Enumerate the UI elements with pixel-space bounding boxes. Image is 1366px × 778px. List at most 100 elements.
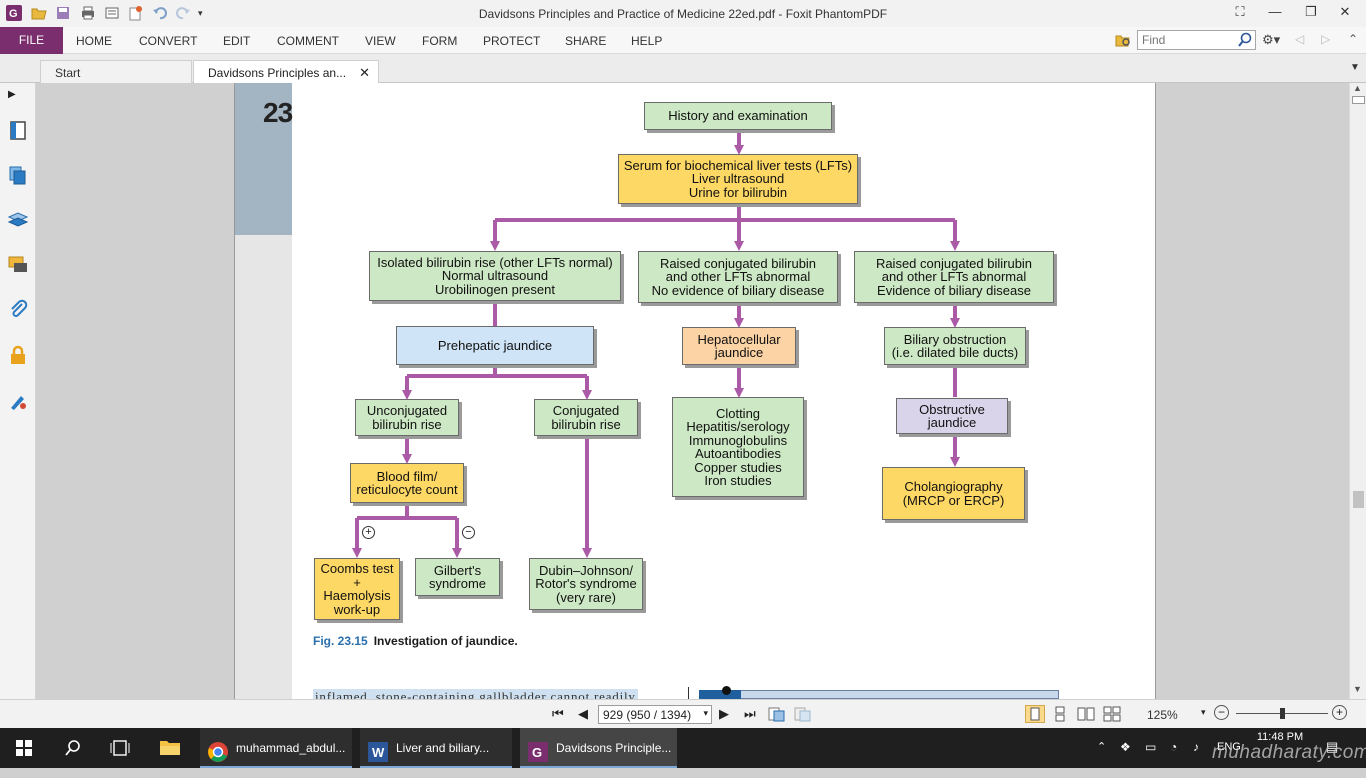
restore-button[interactable]: ❐ — [1305, 4, 1317, 19]
taskbar-word-label: Liver and biliary... — [396, 741, 490, 755]
new-document-icon[interactable] — [127, 5, 143, 21]
zoom-slider-thumb[interactable] — [1280, 708, 1285, 719]
redo-icon[interactable] — [175, 5, 191, 21]
zoom-in-icon[interactable]: + — [1332, 705, 1347, 720]
battery-icon[interactable]: ▭ — [1145, 740, 1157, 754]
foxit-logo-icon: G — [6, 5, 22, 21]
zoom-level[interactable]: 125% — [1147, 708, 1178, 722]
pdf-page: 23 — [234, 83, 1156, 699]
next-result-icon[interactable]: ▷ — [1321, 32, 1331, 46]
menu-comment[interactable]: COMMENT — [277, 34, 339, 48]
zoom-out-icon[interactable]: − — [1214, 705, 1229, 720]
volume-icon[interactable]: ♪ — [1193, 740, 1199, 754]
windows-start-icon[interactable] — [16, 740, 32, 759]
ribbon-menu-bar: FILE HOME CONVERT EDIT COMMENT VIEW FORM… — [0, 27, 1366, 54]
next-page-icon[interactable]: ▶ — [719, 706, 729, 721]
zoom-dropdown-icon[interactable]: ▾ — [1201, 707, 1206, 717]
cursor-dot — [722, 686, 731, 695]
taskbar-foxit-label: Davidsons Principle... — [556, 741, 672, 755]
search-icon[interactable] — [64, 739, 82, 760]
tab-list-chevron-icon[interactable]: ▼ — [1350, 62, 1360, 73]
scroll-down-icon[interactable]: ▼ — [1353, 684, 1362, 694]
box-clotting-tests: Clotting Hepatitis/serology Immunoglobul… — [672, 397, 804, 497]
next-view-icon[interactable] — [794, 706, 811, 725]
menu-protect[interactable]: PROTECT — [483, 34, 541, 48]
find-input[interactable] — [1138, 31, 1234, 49]
split-handle[interactable] — [1352, 96, 1365, 104]
attachment-icon[interactable] — [8, 299, 28, 319]
box-history-examination: History and examination — [644, 102, 832, 130]
find-folder-icon[interactable] — [1115, 32, 1132, 48]
close-button[interactable]: ✕ — [1339, 4, 1351, 19]
document-view[interactable]: 23 — [36, 83, 1349, 699]
task-view-icon[interactable] — [110, 740, 130, 759]
comments-icon[interactable] — [8, 255, 28, 275]
fullscreen-icon[interactable]: ⛶ — [1235, 4, 1245, 19]
menu-edit[interactable]: EDIT — [223, 34, 251, 48]
close-tab-icon[interactable]: ✕ — [359, 65, 370, 80]
page-dropdown-icon[interactable]: ▾ — [703, 708, 708, 718]
page-icon[interactable] — [8, 120, 28, 140]
minimize-button[interactable]: — — [1268, 4, 1282, 19]
box-gilberts-syndrome: Gilbert's syndrome — [415, 558, 500, 596]
layers-icon[interactable] — [7, 210, 29, 230]
pages-icon[interactable] — [8, 165, 28, 185]
vertical-scrollbar[interactable]: ▲ ▼ — [1349, 83, 1366, 699]
search-icon[interactable] — [1237, 32, 1253, 51]
tab-start-label: Start — [55, 66, 81, 80]
negative-sign: − — [462, 526, 475, 539]
file-menu-button[interactable]: FILE — [0, 27, 63, 54]
clock[interactable]: 11:48 PM — [1256, 731, 1304, 743]
properties-icon[interactable] — [104, 5, 120, 21]
gear-icon[interactable]: ⚙▾ — [1262, 32, 1281, 47]
signature-icon[interactable] — [8, 391, 28, 411]
continuous-view-icon[interactable] — [1051, 706, 1069, 725]
undo-icon[interactable] — [152, 5, 168, 21]
menu-home[interactable]: HOME — [76, 34, 112, 48]
page-number-field[interactable]: 929 (950 / 1394) ▾ — [598, 705, 712, 724]
previous-result-icon[interactable]: ◁ — [1295, 32, 1305, 46]
facing-view-icon[interactable] — [1077, 706, 1095, 725]
tab-document[interactable]: Davidsons Principles an... ✕ — [193, 60, 379, 83]
active-indicator — [360, 766, 512, 768]
menu-view[interactable]: VIEW — [365, 34, 396, 48]
notifications-icon[interactable]: ▤ — [1326, 739, 1339, 754]
menu-share[interactable]: SHARE — [565, 34, 607, 48]
show-hidden-icons-icon[interactable]: ⌃ — [1097, 741, 1107, 753]
box-raised-no-biliary: Raised conjugated bilirubin and other LF… — [638, 251, 838, 303]
foxit-logo-icon: G — [528, 738, 548, 778]
scroll-up-icon[interactable]: ▲ — [1353, 83, 1362, 93]
customize-quick-access-icon[interactable]: ▾ — [198, 8, 203, 18]
previous-view-icon[interactable] — [768, 706, 785, 725]
first-page-icon[interactable]: ⏮ — [552, 706, 564, 721]
single-page-view-icon[interactable] — [1025, 705, 1045, 723]
scroll-thumb[interactable] — [1353, 491, 1364, 508]
chevron-up-icon[interactable]: ⌃ — [1348, 32, 1359, 46]
dropbox-icon[interactable]: ❖ — [1120, 740, 1131, 754]
previous-page-icon[interactable]: ◀ — [578, 706, 588, 721]
taskbar-word-window[interactable]: W Liver and biliary... — [360, 728, 512, 768]
file-explorer-icon[interactable] — [160, 738, 180, 759]
open-folder-icon[interactable] — [31, 5, 47, 21]
positive-sign: + — [362, 526, 375, 539]
title-bar: G ▾ Davidsons Principles and Practice of… — [0, 0, 1366, 27]
last-page-icon[interactable]: ⏭ — [744, 706, 756, 721]
lock-icon[interactable] — [8, 345, 28, 365]
language-indicator[interactable]: ENG — [1217, 741, 1241, 753]
taskbar-chrome-window[interactable]: muhammad_abdul... — [200, 728, 352, 768]
tab-start[interactable]: Start — [40, 60, 192, 83]
taskbar-chrome-label: muhammad_abdul... — [236, 741, 346, 755]
print-icon[interactable] — [80, 5, 96, 21]
menu-help[interactable]: HELP — [631, 34, 663, 48]
menu-form[interactable]: FORM — [422, 34, 458, 48]
continuous-facing-view-icon[interactable] — [1103, 706, 1121, 725]
save-icon[interactable] — [55, 5, 71, 21]
expand-icon[interactable]: ▶ — [8, 89, 16, 100]
taskbar-foxit-window[interactable]: G Davidsons Principle... — [520, 728, 677, 768]
column-divider — [688, 687, 689, 699]
find-field[interactable] — [1137, 30, 1256, 50]
menu-convert[interactable]: CONVERT — [139, 34, 198, 48]
wifi-icon[interactable]: ◔ — [1170, 740, 1178, 754]
chrome-icon — [208, 738, 228, 778]
